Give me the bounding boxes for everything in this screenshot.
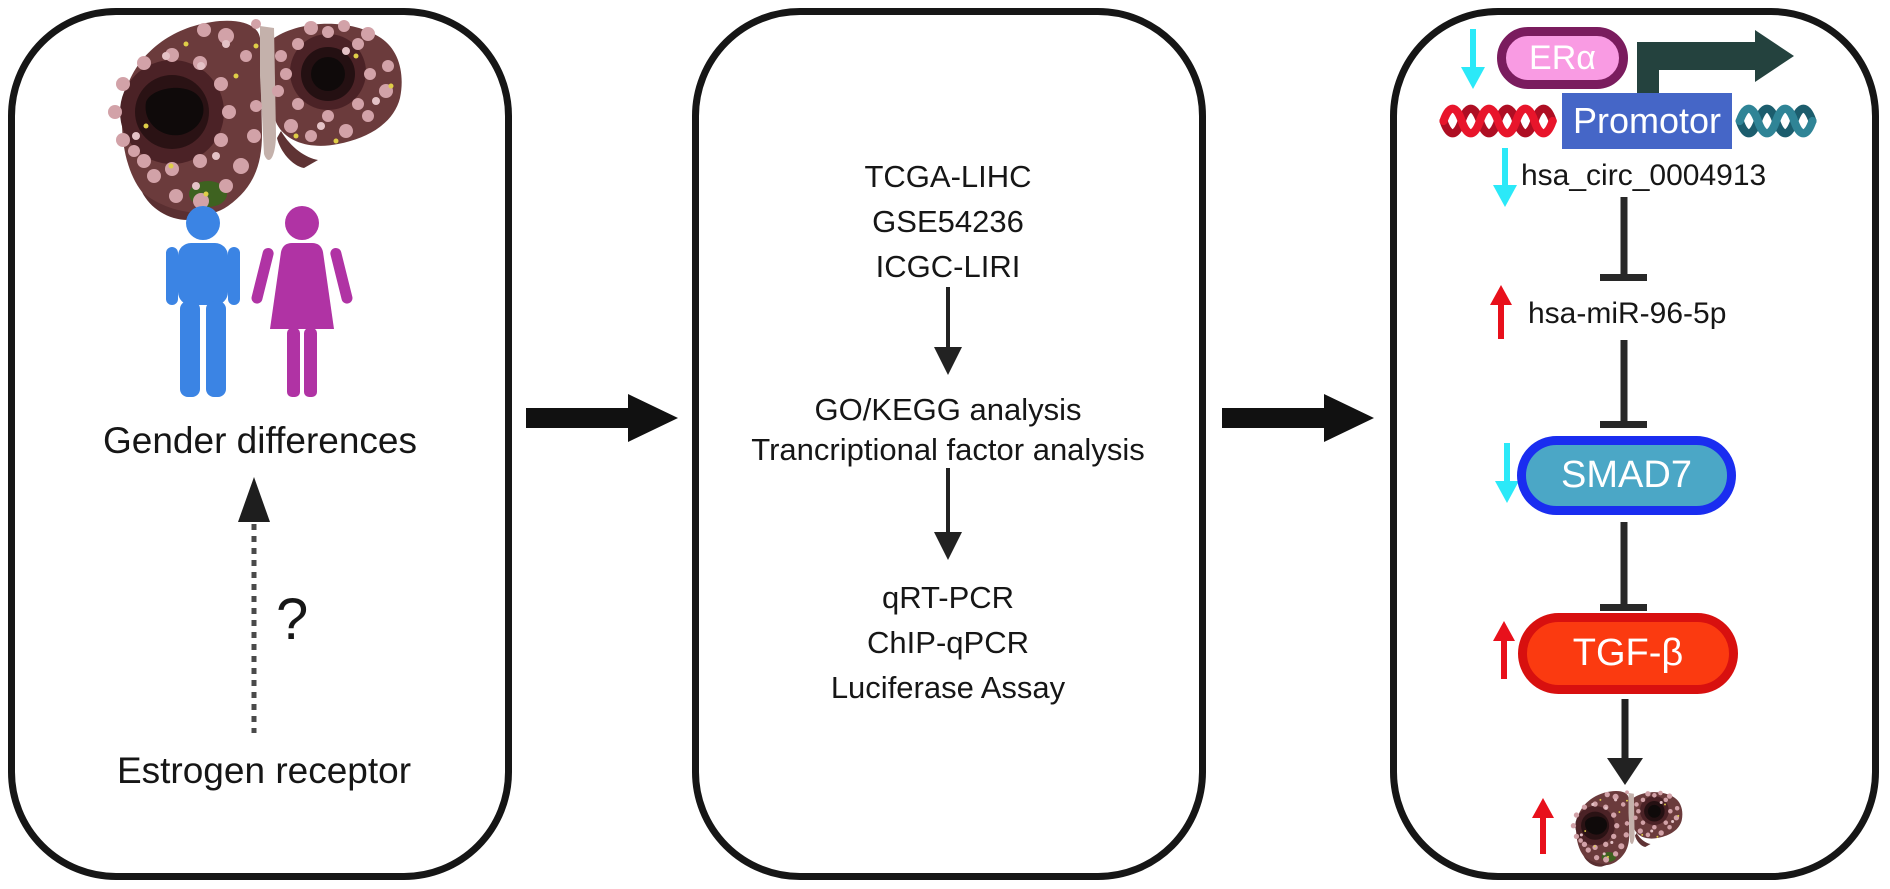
flow-right-arrow-icon	[1222, 394, 1374, 442]
down-arrow-icon	[934, 468, 962, 560]
dataset-label: ICGC-LIRI	[875, 249, 1021, 284]
inhibition-bar-icon	[1600, 340, 1647, 428]
diseased-liver-illustration	[106, 16, 406, 220]
panel-bioinformatics-workflow	[692, 8, 1206, 880]
tgfb-pill: TGF-β	[1518, 613, 1738, 694]
dataset-label: TCGA-LIHC	[864, 159, 1032, 194]
smad7-label: SMAD7	[1561, 454, 1692, 496]
era-pill: ERα	[1497, 27, 1628, 89]
small-liver-illustration	[1570, 789, 1684, 867]
male-icon	[166, 206, 240, 397]
promotor-label: Promotor	[1572, 100, 1722, 141]
dashed-up-arrow-icon	[235, 477, 273, 733]
cyan-down-arrow-icon	[1492, 148, 1518, 207]
mirna-label: hsa-miR-96-5p	[1528, 297, 1727, 330]
era-label: ERα	[1529, 38, 1596, 77]
red-up-arrow-icon	[1491, 621, 1516, 679]
dna-helix-red-icon	[1439, 104, 1557, 138]
cyan-down-arrow-icon	[1460, 29, 1486, 89]
tgfb-label: TGF-β	[1572, 632, 1684, 674]
female-icon	[251, 206, 353, 397]
assay-label: qRT-PCR	[881, 580, 1015, 615]
cyan-down-arrow-icon	[1494, 443, 1520, 503]
analysis-label: GO/KEGG analysis	[814, 392, 1082, 427]
dna-helix-teal-icon	[1735, 104, 1817, 138]
estrogen-receptor-label: Estrogen receptor	[116, 750, 412, 791]
inhibition-bar-icon	[1600, 522, 1647, 611]
transcription-start-arrow-icon	[1637, 30, 1794, 110]
question-mark-label: ?	[276, 587, 309, 652]
down-arrow-icon	[934, 287, 962, 375]
flow-right-arrow-icon	[526, 394, 678, 442]
black-down-arrow-icon	[1605, 699, 1645, 785]
red-up-arrow-icon	[1489, 285, 1513, 339]
smad7-pill: SMAD7	[1517, 436, 1736, 515]
gender-differences-label: Gender differences	[102, 420, 418, 461]
promotor-box: Promotor	[1562, 93, 1732, 149]
circ-rna-label: hsa_circ_0004913	[1521, 159, 1767, 192]
assay-label: Luciferase Assay	[830, 670, 1066, 705]
dataset-label: GSE54236	[872, 204, 1024, 239]
red-up-arrow-icon	[1530, 798, 1555, 854]
analysis-label: Trancriptional factor analysis	[751, 432, 1145, 467]
inhibition-bar-icon	[1600, 197, 1647, 281]
assay-label: ChIP-qPCR	[867, 625, 1029, 660]
